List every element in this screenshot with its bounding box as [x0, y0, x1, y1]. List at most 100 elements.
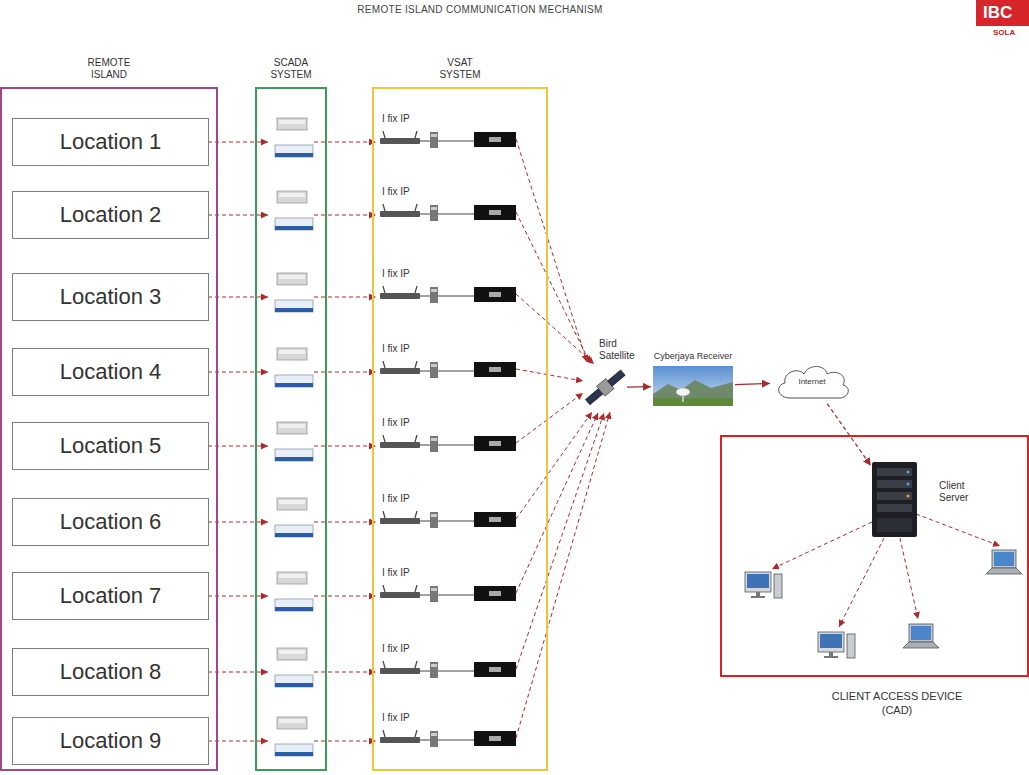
client-desktop: [745, 572, 782, 598]
location-box: Location 6: [12, 498, 209, 546]
logo-badge: [976, 0, 1029, 26]
title-wrap: REMOTE ISLAND COMMUNICATION MECHANISM: [280, 4, 680, 16]
server-base: [877, 518, 912, 532]
location-box: Location 9: [12, 717, 209, 765]
connector-arrow: [735, 383, 770, 384]
client-link: [916, 514, 1000, 546]
node-heading: CLIENT ACCESS DEVICE (CAD): [822, 689, 972, 717]
uplink-line: [516, 413, 598, 593]
server-slot: [877, 504, 912, 512]
node-text: Location 5: [60, 433, 162, 458]
stand-base: [824, 656, 838, 658]
label-wrap: I fix IP: [382, 343, 410, 355]
cloud-outline: [779, 367, 849, 399]
server-light: [907, 483, 910, 486]
heading-wrap: VSAT SYSTEM: [432, 57, 488, 81]
satellite-symbol: [584, 368, 628, 408]
label-wrap: IBC: [983, 3, 1012, 23]
node-text: Location 6: [60, 509, 162, 534]
stand: [829, 652, 833, 656]
heading-wrap: REMOTE ISLAND: [77, 57, 141, 81]
label-wrap: I fix IP: [382, 643, 410, 655]
ip-label: I fix IP: [382, 712, 410, 724]
server-slot: [877, 480, 912, 488]
uplink-line: [516, 294, 594, 364]
ip-label: I fix IP: [382, 268, 410, 280]
node-heading: SCADA SYSTEM: [261, 57, 321, 81]
node-text: Location 1: [60, 129, 162, 154]
uplink-lines: [516, 139, 610, 738]
location-box: Location 5: [12, 422, 209, 470]
monitor: [745, 572, 771, 592]
client-link: [900, 538, 918, 619]
label-wrap: I fix IP: [382, 493, 410, 505]
location-box: Location 4: [12, 348, 209, 396]
uplink-line: [516, 212, 590, 363]
label-wrap: I fix IP: [382, 186, 410, 198]
uplink-line: [516, 369, 583, 381]
ip-label: I fix IP: [382, 417, 410, 429]
region-box: REMOTE ISLANDLocation 1Location 2Locatio…: [0, 87, 218, 771]
node-text: Location 2: [60, 202, 162, 227]
screen: [994, 552, 1014, 566]
label-wrap: I fix IP: [382, 268, 410, 280]
label-wrap: I fix IP: [382, 712, 410, 724]
laptop-base: [986, 568, 1022, 574]
tower: [774, 574, 782, 598]
heading-wrap: SCADA SYSTEM: [261, 57, 321, 81]
node-heading: Cyberjaya Receiver: [654, 351, 733, 362]
uplink-line: [516, 412, 610, 738]
satellite-node: Bird Satellite: [585, 365, 625, 410]
server-slot: [877, 492, 912, 500]
logo-text: SOLA: [993, 28, 1015, 37]
node-text: Location 4: [60, 359, 162, 384]
sky: [653, 366, 733, 406]
client-links: [772, 514, 1000, 627]
ip-label: I fix IP: [382, 186, 410, 198]
node-heading: REMOTE ISLAND: [77, 57, 141, 81]
ip-label: I fix IP: [382, 493, 410, 505]
laptop-base: [903, 642, 939, 648]
satellite-node-art: [585, 365, 625, 410]
location-box: Location 2: [12, 191, 209, 239]
server-node: Client Server: [872, 462, 917, 537]
client-laptop: [986, 550, 1022, 574]
node-text: Location 3: [60, 284, 162, 309]
server-slot: [877, 468, 912, 476]
ip-label: I fix IP: [382, 113, 410, 125]
ip-label: I fix IP: [382, 643, 410, 655]
heading-wrap: Bird Satellite: [599, 338, 645, 362]
location-box: Location 7: [12, 572, 209, 620]
location-box: Location 8: [12, 648, 209, 696]
receiver-dish: [676, 388, 690, 396]
monitor: [818, 632, 844, 652]
label-wrap: I fix IP: [382, 417, 410, 429]
receiver-node-art: [653, 366, 733, 406]
connector-arrow: [627, 386, 651, 388]
client-link: [772, 522, 872, 569]
internet-cloud: Internet: [772, 362, 852, 402]
label-wrap: SOLA: [993, 28, 1015, 37]
uplink-line: [516, 393, 583, 443]
screen: [911, 626, 931, 640]
logo-text: IBC: [983, 3, 1012, 23]
node-heading: Bird Satellite: [599, 338, 645, 362]
grass: [653, 398, 733, 406]
ip-label: I fix IP: [382, 343, 410, 355]
server-light: [907, 471, 910, 474]
client-laptop: [903, 624, 939, 648]
heading-wrap: Cyberjaya Receiver: [654, 351, 733, 362]
laptop-lid: [992, 550, 1016, 568]
screen: [820, 634, 842, 648]
ip-label: I fix IP: [382, 567, 410, 579]
server-case: [872, 462, 917, 537]
heading-wrap: Client Server: [939, 480, 989, 504]
tower: [847, 634, 855, 658]
stand-base: [751, 596, 765, 598]
client-desktop: [818, 632, 855, 658]
server-node-art: [872, 462, 917, 537]
receiver-node: Cyberjaya Receiver: [653, 366, 733, 406]
hills: [653, 380, 733, 406]
client-link: [839, 538, 884, 627]
